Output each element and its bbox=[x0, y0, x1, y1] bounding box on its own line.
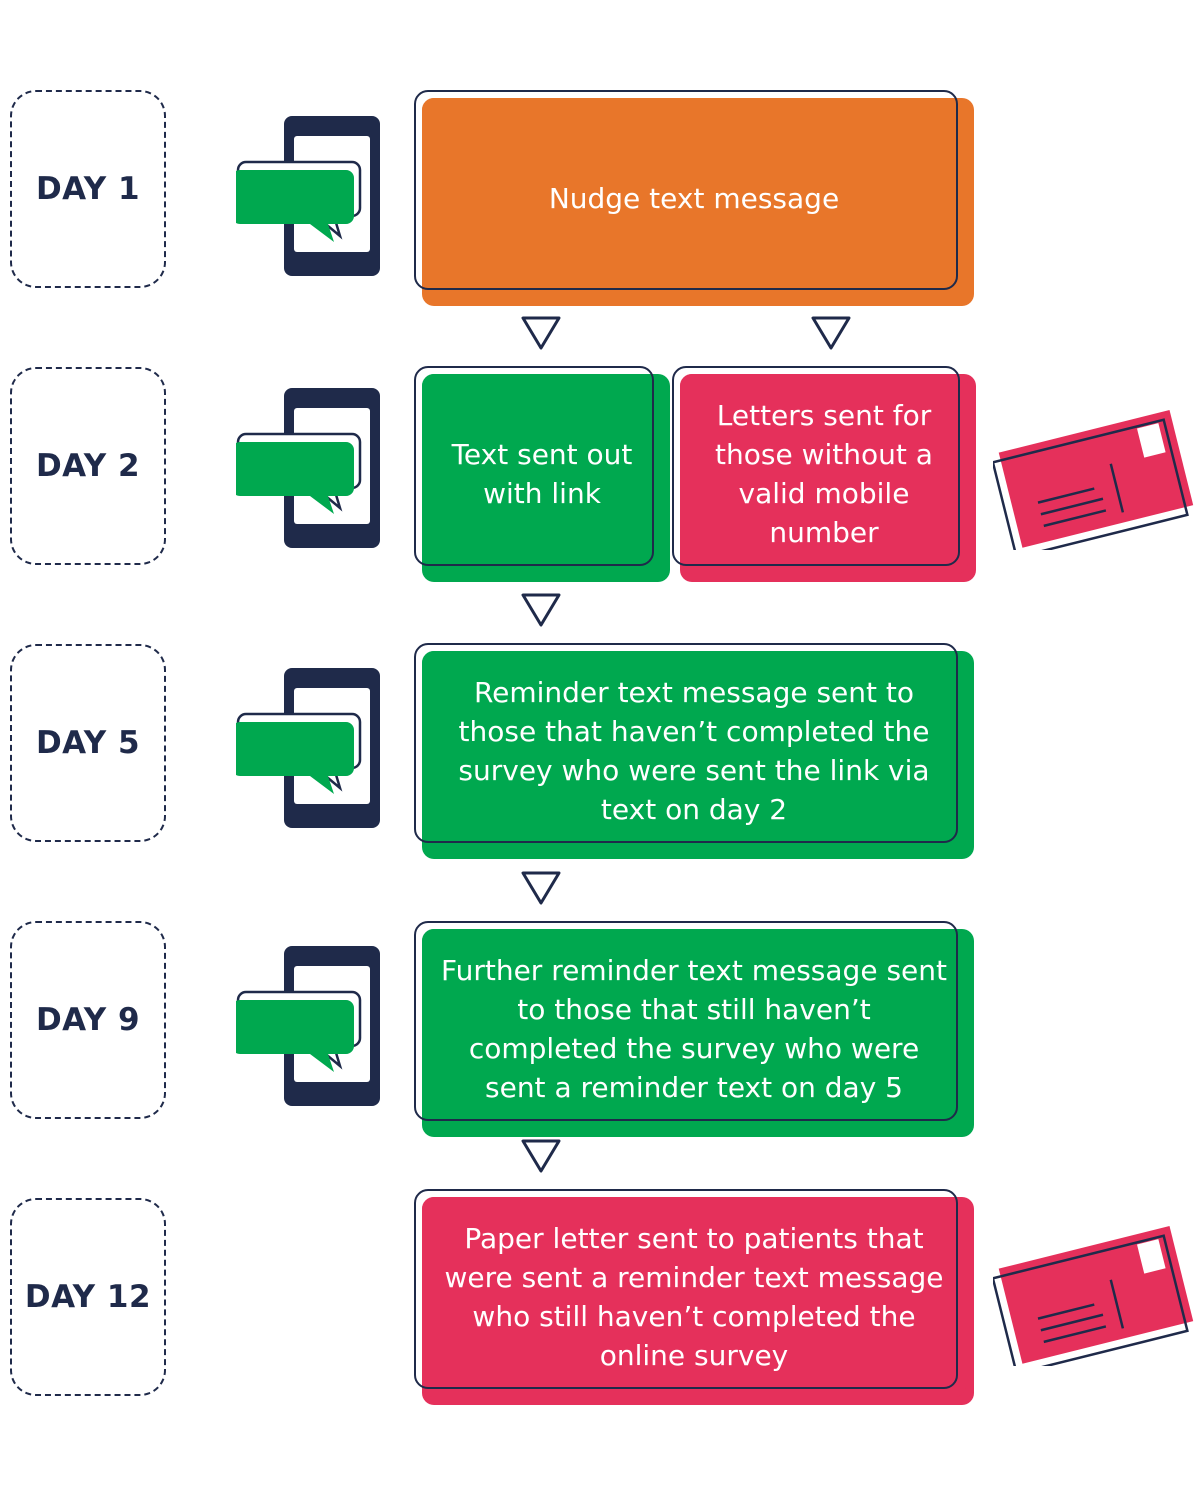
down-triangle-arrow-icon bbox=[811, 316, 851, 350]
step-card-text: Text sent out with link bbox=[451, 438, 633, 510]
step-card-reminder: Reminder text message sent to those that… bbox=[414, 643, 974, 859]
postcard-icon bbox=[993, 410, 1194, 550]
day-label: DAY 12 bbox=[24, 1279, 152, 1315]
day-box-9: DAY 9 bbox=[10, 921, 166, 1119]
day-box-1: DAY 1 bbox=[10, 90, 166, 288]
down-triangle-arrow-icon bbox=[521, 871, 561, 905]
phone-with-speech-bubble-icon bbox=[236, 668, 380, 828]
step-card-further-reminder: Further reminder text message sent to th… bbox=[414, 921, 974, 1137]
phone-with-speech-bubble-icon bbox=[236, 946, 380, 1106]
step-card-text: Reminder text message sent to those that… bbox=[458, 676, 930, 826]
step-card-text: Letters sent for those without a valid m… bbox=[715, 399, 933, 549]
down-triangle-arrow-icon bbox=[521, 1139, 561, 1173]
postcard-icon bbox=[993, 1226, 1194, 1366]
step-card-nudge: Nudge text message bbox=[414, 90, 974, 306]
phone-with-speech-bubble-icon bbox=[236, 116, 380, 276]
down-triangle-arrow-icon bbox=[521, 316, 561, 350]
step-card-text-link: Text sent out with link bbox=[414, 366, 670, 582]
step-card-paper-letter: Paper letter sent to patients that were … bbox=[414, 1189, 974, 1405]
day-box-5: DAY 5 bbox=[10, 644, 166, 842]
down-triangle-arrow-icon bbox=[521, 593, 561, 627]
step-card-text: Paper letter sent to patients that were … bbox=[444, 1222, 944, 1372]
day-label: DAY 9 bbox=[35, 1002, 141, 1038]
step-card-letters: Letters sent for those without a valid m… bbox=[672, 366, 976, 582]
day-box-12: DAY 12 bbox=[10, 1198, 166, 1396]
day-box-2: DAY 2 bbox=[10, 367, 166, 565]
phone-with-speech-bubble-icon bbox=[236, 388, 380, 548]
day-label: DAY 2 bbox=[35, 448, 141, 484]
step-card-text: Nudge text message bbox=[548, 181, 840, 215]
step-card-text: Further reminder text message sent to th… bbox=[441, 954, 947, 1104]
day-label: DAY 1 bbox=[35, 171, 141, 207]
day-label: DAY 5 bbox=[35, 725, 141, 761]
